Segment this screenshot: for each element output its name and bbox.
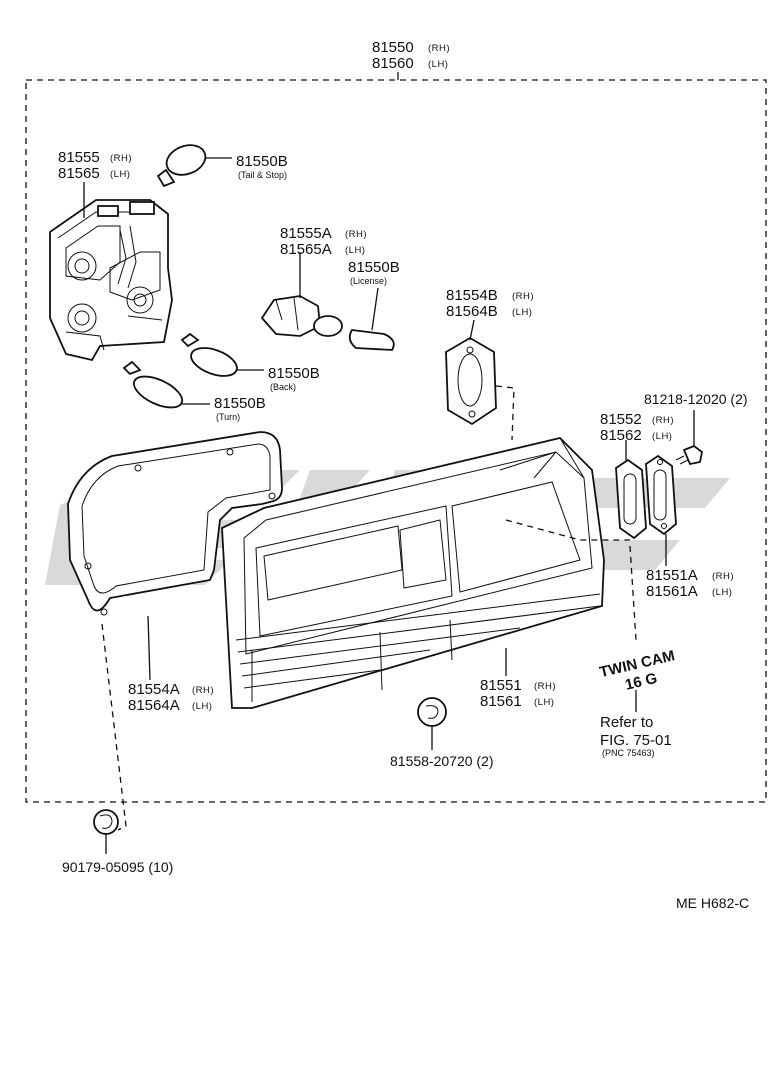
gasket-b-rh-side: (RH) — [512, 291, 534, 302]
emblem-leader — [629, 545, 637, 641]
nut-leader — [101, 623, 127, 831]
bulb-license-label: 81550B (License) — [348, 259, 400, 286]
bulb-license-number: 81550B — [348, 259, 400, 276]
bulb-back-number: 81550B — [268, 365, 320, 382]
lens-rh-number: 81551 — [480, 677, 522, 694]
gasket-a-rh-number: 81554A — [128, 681, 180, 698]
gasket-a-label: 81554A (RH) 81564A (LH) — [128, 681, 214, 714]
gasket-a-rh-side: (RH) — [192, 685, 214, 696]
gasket-a-lh-side: (LH) — [192, 701, 212, 712]
socket-license-lh-number: 81565A — [280, 241, 332, 258]
nut-label: 90179-05095 (10) — [62, 859, 173, 875]
bulb-turn-note: (Turn) — [216, 412, 240, 422]
lens-gasket-rh-number: 81552 — [600, 411, 642, 428]
gasket-b-rh-number: 81554B — [446, 287, 498, 304]
bulb-license-note: (License) — [350, 276, 387, 286]
license-lens-label: 81551A (RH) 81561A (LH) — [646, 567, 734, 600]
license-lens-rh-side: (RH) — [712, 571, 734, 582]
license-lens-part — [645, 454, 677, 566]
license-lens-lh-side: (LH) — [712, 587, 732, 598]
bulb-tail-number: 81550B — [236, 153, 288, 170]
socket-housing-part — [49, 199, 173, 362]
bulb-tail-note: (Tail & Stop) — [238, 170, 287, 180]
clip-label: 81558-20720 (2) — [390, 753, 494, 769]
lens-label: 81551 (RH) 81561 (LH) — [480, 677, 556, 710]
bulb-turn-number: 81550B — [214, 395, 266, 412]
gasket-b-label: 81554B (RH) 81564B (LH) — [446, 287, 534, 320]
emblem: TWIN CAM 16 G — [598, 647, 677, 694]
bulb-back-label: 81550B (Back) — [268, 365, 320, 392]
assembly-rh-number: 81550 — [372, 39, 414, 56]
license-lens-lh-number: 81561A — [646, 583, 698, 600]
bulb-back-part — [180, 332, 264, 377]
socket-license-part — [260, 252, 343, 337]
lens-gasket-rh-side: (RH) — [652, 415, 674, 426]
lens-part — [221, 437, 630, 709]
bulb-back-note: (Back) — [270, 382, 296, 392]
reference-line2: FIG. 75-01 — [600, 732, 672, 749]
assembly-label: 81550 (RH) 81560 (LH) — [372, 39, 450, 80]
gasket-b-part — [445, 319, 515, 441]
assembly-lh-side: (LH) — [428, 59, 448, 70]
lens-lh-number: 81561 — [480, 693, 522, 710]
socket-license-lh-side: (LH) — [345, 245, 365, 256]
emblem-line2: 16 G — [623, 670, 659, 694]
lens-gasket-lh-side: (LH) — [652, 431, 672, 442]
socket-license-rh-number: 81555A — [280, 225, 332, 242]
socket-main-label: 81555 (RH) 81565 (LH) — [58, 149, 132, 218]
reference-line1: Refer to — [600, 714, 653, 731]
gasket-a-part — [67, 431, 283, 681]
screw-number: 81218-12020 (2) — [644, 391, 748, 407]
gasket-b-lh-side: (LH) — [512, 307, 532, 318]
bulb-turn-part — [122, 360, 210, 409]
screw-part — [675, 410, 703, 466]
clip-number: 81558-20720 (2) — [390, 753, 494, 769]
socket-main-lh-number: 81565 — [58, 165, 100, 182]
bulb-tail-part — [156, 144, 232, 188]
lens-lh-side: (LH) — [534, 697, 554, 708]
socket-main-lh-side: (LH) — [110, 169, 130, 180]
nut-number: 90179-05095 (10) — [62, 859, 173, 875]
reference-line3: (PNC 75463) — [602, 748, 655, 758]
socket-main-rh-side: (RH) — [110, 153, 132, 164]
socket-main-rh-number: 81555 — [58, 149, 100, 166]
clip-part — [417, 697, 447, 750]
assembly-rh-side: (RH) — [428, 43, 450, 54]
socket-license-label: 81555A (RH) 81565A (LH) — [280, 225, 367, 258]
figure-code: ME H682-C — [676, 895, 749, 911]
license-lens-rh-number: 81551A — [646, 567, 698, 584]
lens-gasket-part — [615, 440, 647, 540]
bulb-turn-label: 81550B (Turn) — [214, 395, 266, 422]
gasket-a-lh-number: 81564A — [128, 697, 180, 714]
socket-license-rh-side: (RH) — [345, 229, 367, 240]
bulb-license-part — [348, 287, 395, 351]
gasket-b-lh-number: 81564B — [446, 303, 498, 320]
nut-part — [93, 809, 119, 854]
reference-note: Refer to FIG. 75-01 (PNC 75463) — [600, 714, 672, 758]
assembly-lh-number: 81560 — [372, 55, 414, 72]
lens-rh-side: (RH) — [534, 681, 556, 692]
lens-gasket-label: 81552 (RH) 81562 (LH) — [600, 411, 674, 444]
lens-gasket-lh-number: 81562 — [600, 427, 642, 444]
bulb-tail-label: 81550B (Tail & Stop) — [236, 153, 288, 180]
screw-label: 81218-12020 (2) — [644, 391, 748, 407]
assembly-boundary — [25, 79, 767, 803]
